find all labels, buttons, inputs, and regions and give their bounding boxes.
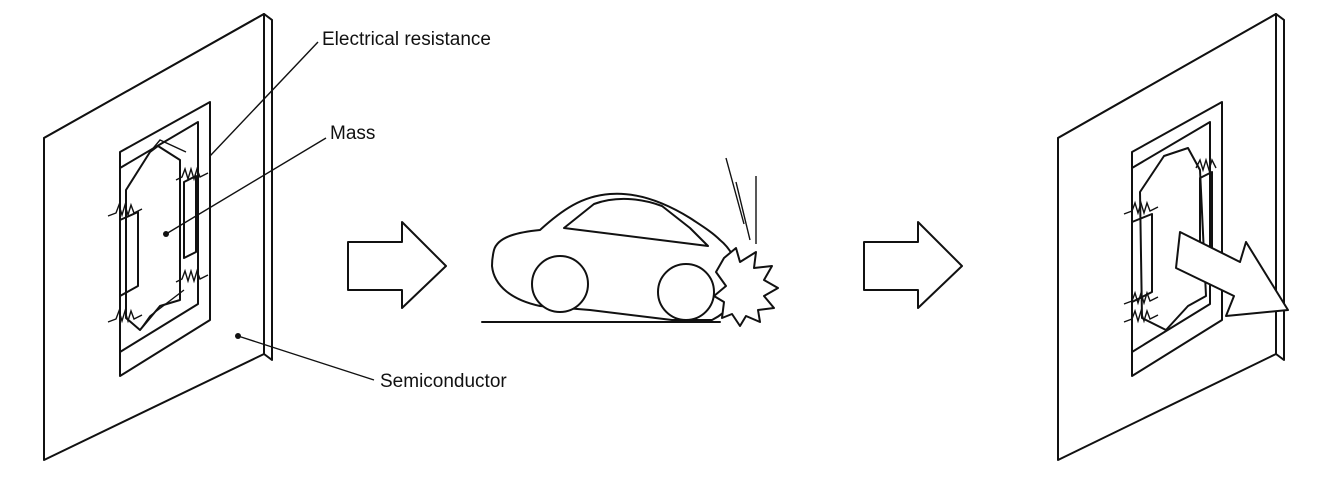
resistor-icon <box>1195 157 1217 173</box>
leader-mass <box>165 137 327 235</box>
deflection-arrow-icon <box>1175 231 1289 317</box>
resistor-icon <box>175 268 209 284</box>
resistor-icon <box>175 166 209 182</box>
right-arrow-icon <box>347 221 447 309</box>
semiconductor-plate <box>43 13 265 461</box>
mass-block <box>125 145 181 331</box>
resistor-icon <box>1123 200 1159 216</box>
car-crash-icon <box>481 157 779 327</box>
sensor-deflected <box>1057 13 1289 461</box>
leader-semiconductor <box>237 335 375 381</box>
right-arrow-icon <box>863 221 963 309</box>
label-mass: Mass <box>330 123 376 144</box>
resistor-icon <box>1123 308 1159 324</box>
resistor-icon <box>107 202 143 218</box>
resistor-icon <box>107 308 143 324</box>
resistor-icon <box>1123 290 1159 306</box>
leader-electrical-resistance <box>209 41 319 157</box>
label-electrical-resistance: Electrical resistance <box>322 29 491 50</box>
mass-block-deflected <box>1139 147 1207 331</box>
sensor-at-rest <box>43 13 273 461</box>
semiconductor-plate-deflected <box>1057 13 1277 461</box>
label-semiconductor: Semiconductor <box>380 371 507 392</box>
